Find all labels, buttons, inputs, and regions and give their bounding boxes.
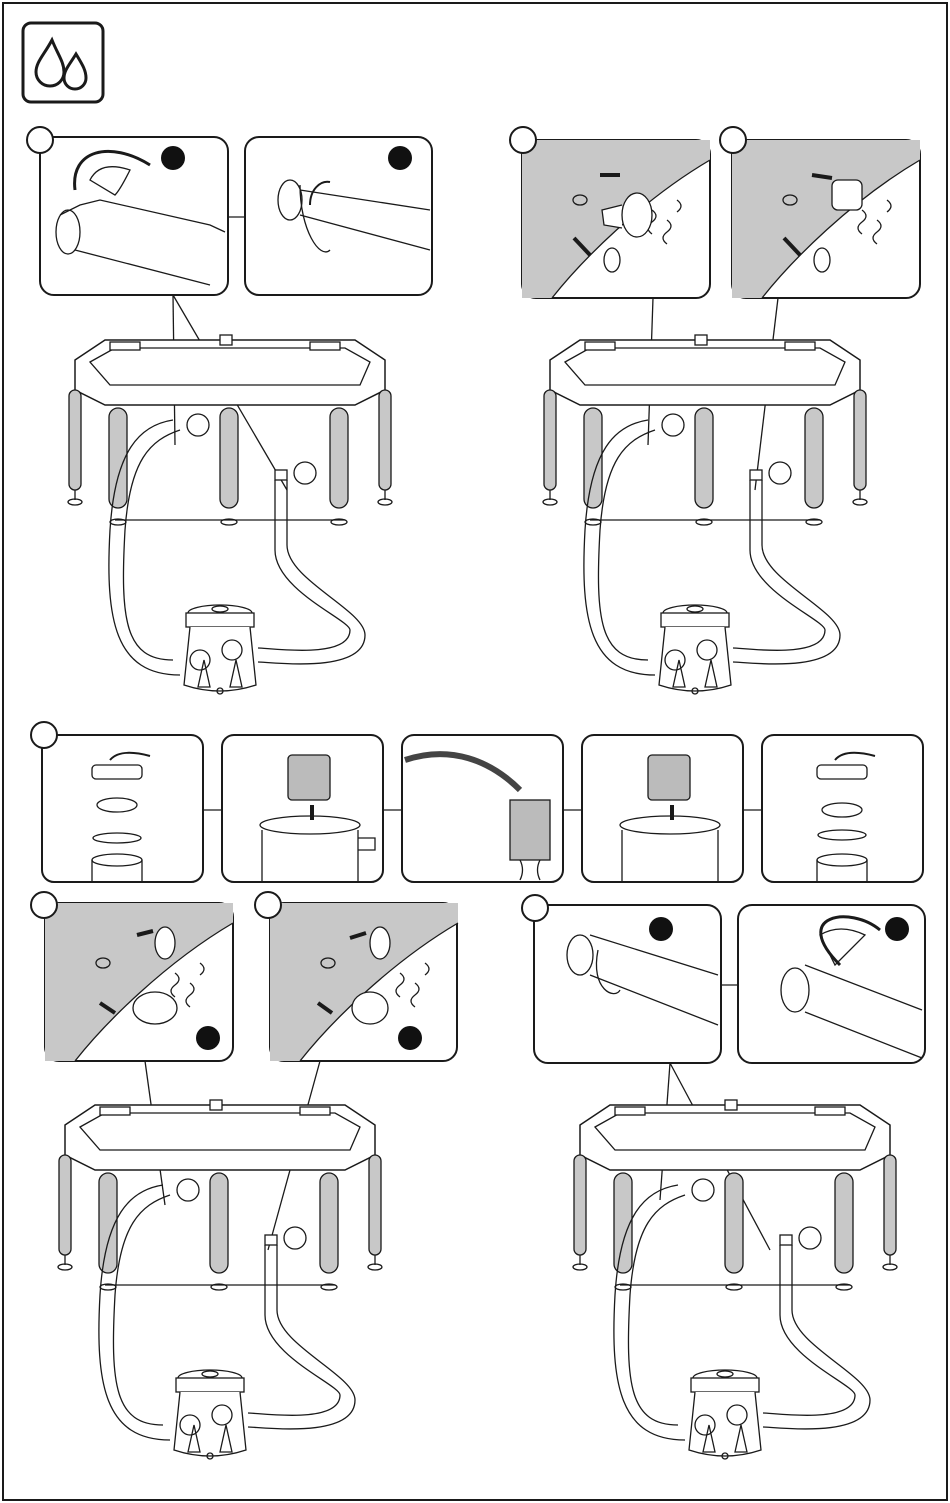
step-2-insert-strainers: [510, 127, 920, 694]
marker-dot: [885, 917, 909, 941]
step-number-circle: [510, 127, 536, 153]
water-drops-icon: [23, 23, 103, 102]
marker-dot: [649, 917, 673, 941]
step-3-clean-cartridge: [31, 722, 923, 882]
step-number-circle: [31, 722, 57, 748]
marker-dot: [388, 146, 412, 170]
step-number-circle: [522, 895, 548, 921]
step-5-plug-hoses: [522, 895, 925, 1459]
marker-dot: [196, 1026, 220, 1050]
marker-dot: [398, 1026, 422, 1050]
step-1-attach-hose: [27, 127, 432, 694]
panel-attach-hose-clamp: [40, 137, 228, 295]
pool-frame-illustration: [68, 335, 392, 525]
marker-dot: [161, 146, 185, 170]
step-number-circle: [31, 892, 57, 918]
step-number-circle: [720, 127, 746, 153]
step-number-circle: [255, 892, 281, 918]
step-4-remove-strainers: [31, 892, 458, 1459]
step-number-circle: [27, 127, 53, 153]
